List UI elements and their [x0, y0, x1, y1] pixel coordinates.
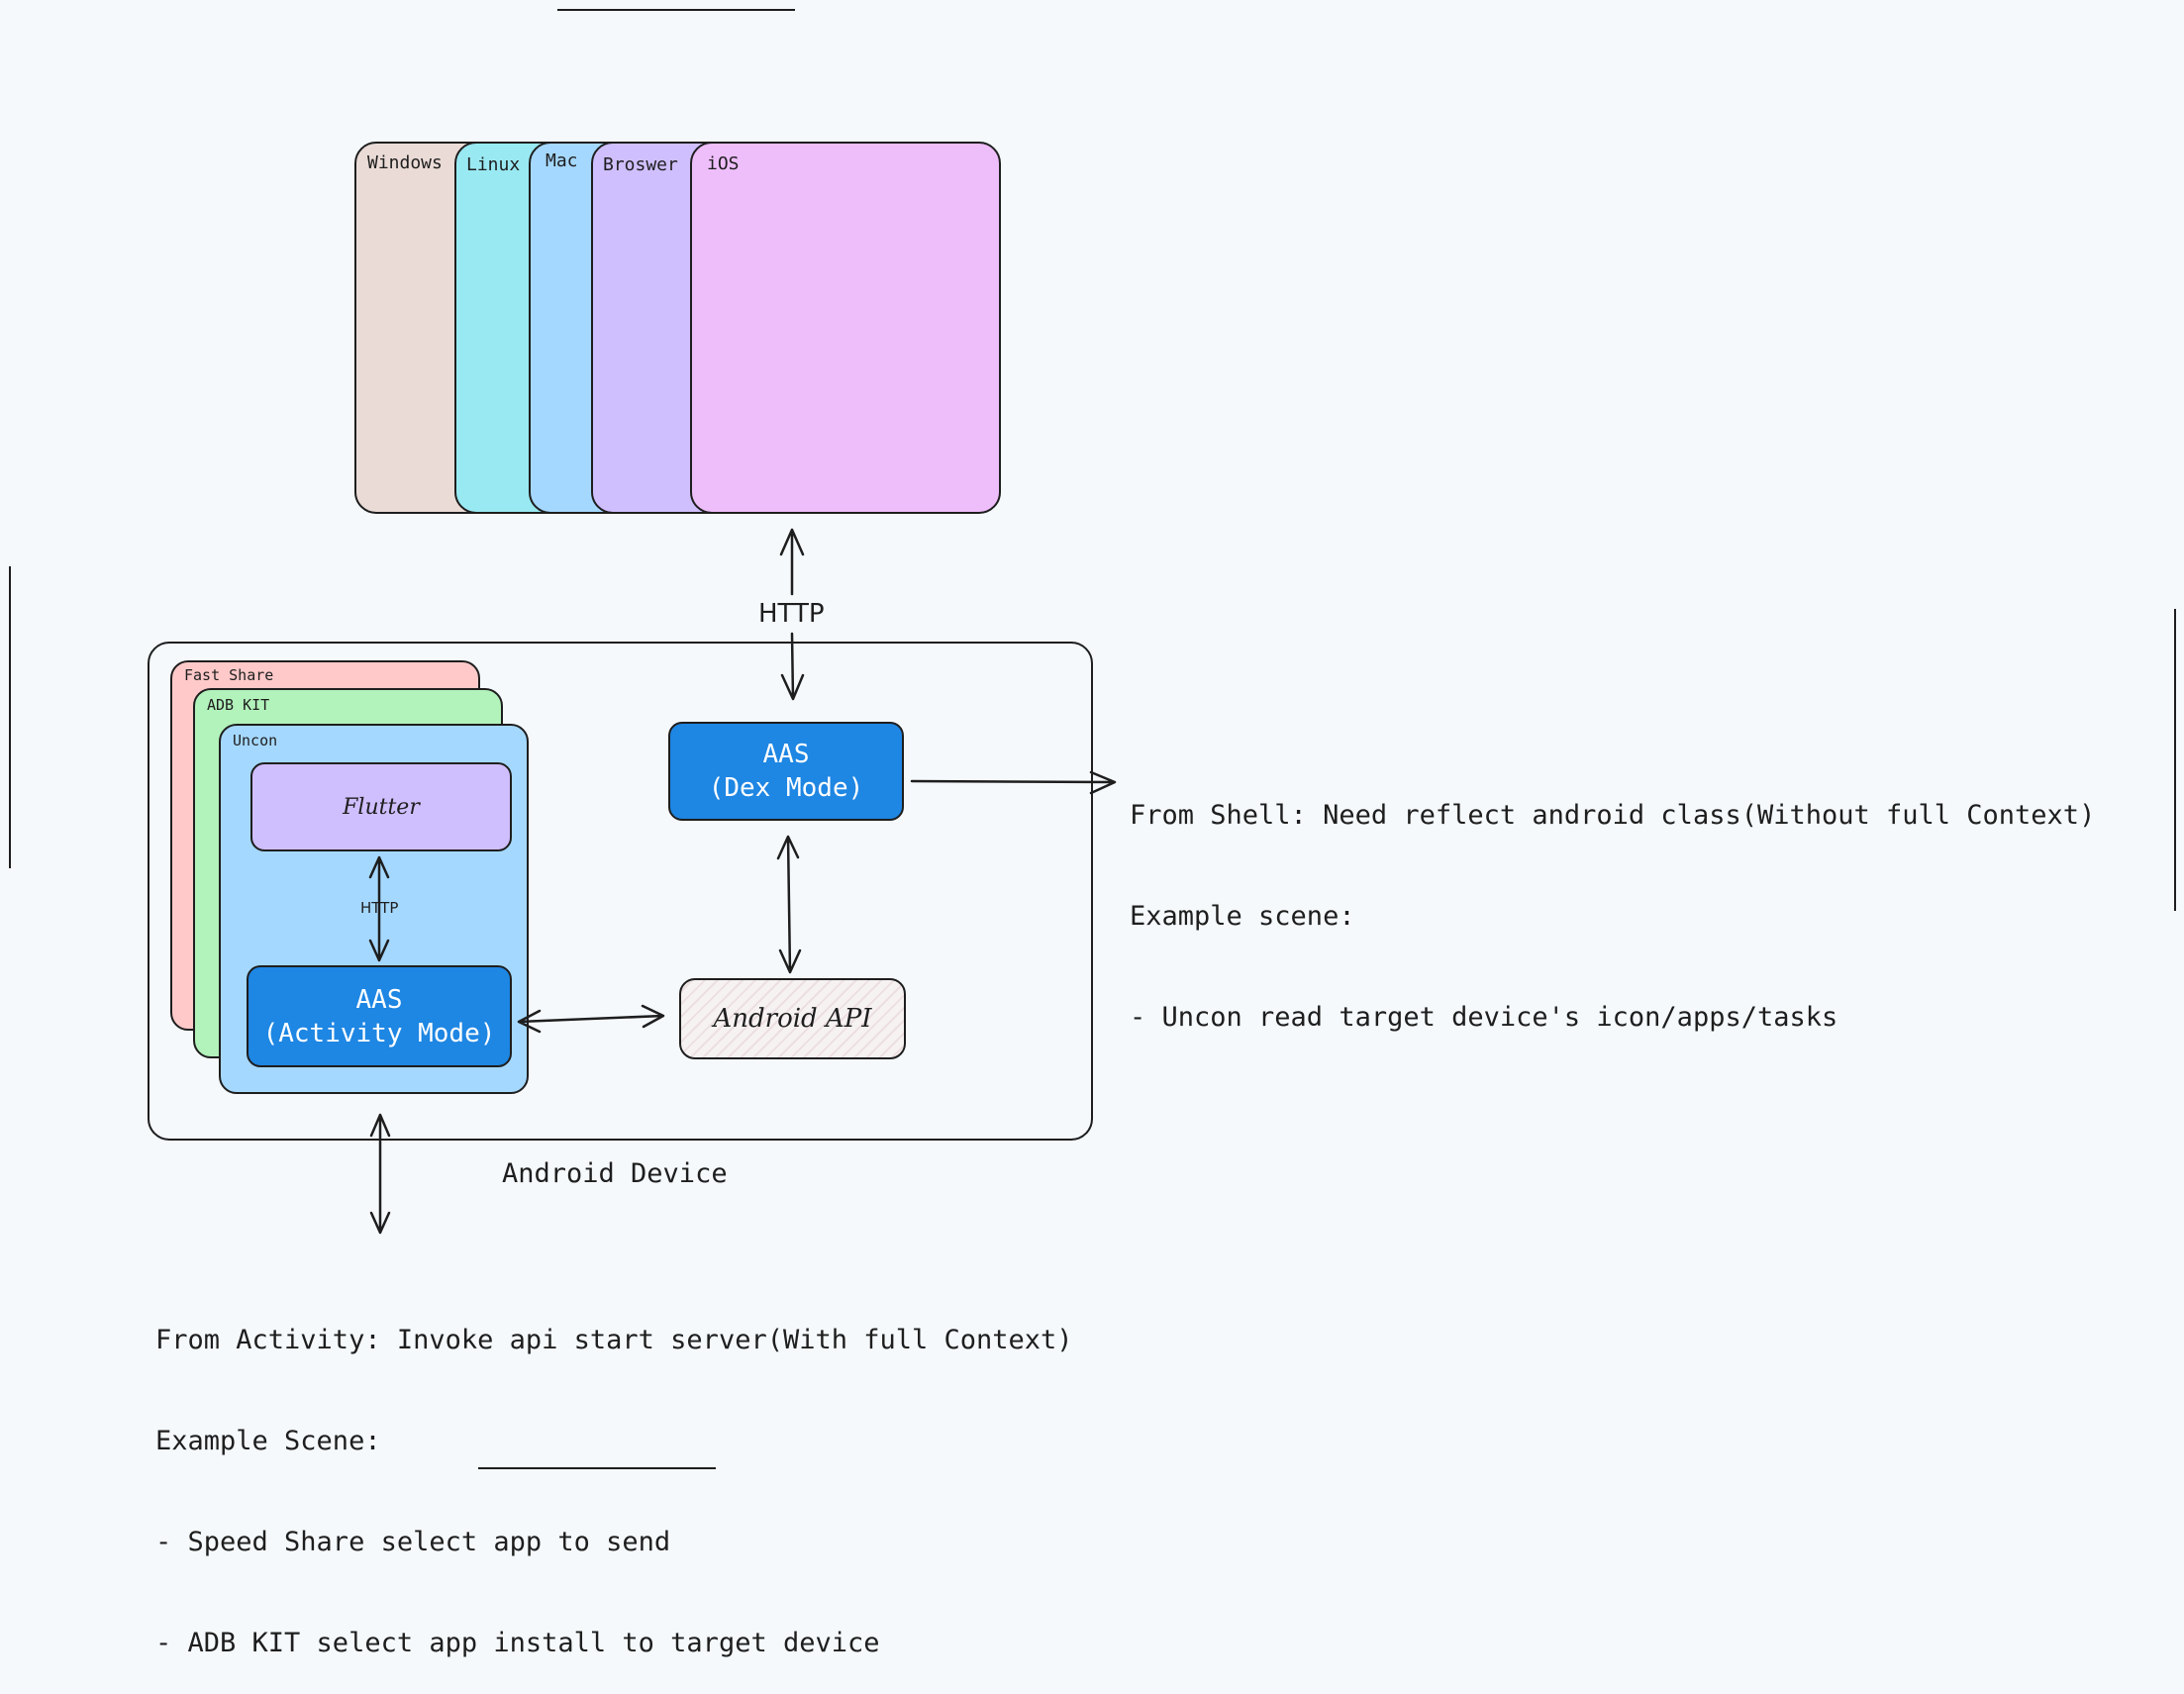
aas-activity-line1: AAS	[355, 984, 403, 1015]
arrow-http-down	[780, 632, 805, 701]
app-adb-kit-label: ADB KIT	[207, 696, 270, 714]
android-device-label: Android Device	[502, 1158, 728, 1189]
edge-line-top	[557, 9, 795, 11]
aas-activity-line2: (Activity Mode)	[262, 1018, 496, 1048]
platform-mac-label: Mac	[546, 150, 578, 171]
connector-arrows	[368, 528, 1117, 1235]
edge-line-left	[9, 566, 11, 868]
flutter-box: Flutter	[250, 762, 512, 851]
activity-note-line3: - Speed Share select app to send	[155, 1527, 671, 1557]
arrow-aas-api	[517, 1004, 665, 1034]
android-api-label: Android API	[713, 1004, 872, 1034]
platform-ios-label: iOS	[707, 153, 740, 174]
arrow-dex-api	[776, 835, 802, 974]
arrow-dex-to-note	[910, 770, 1117, 795]
app-fast-share-label: Fast Share	[184, 666, 274, 684]
flutter-label: Flutter	[343, 794, 420, 820]
edge-line-right	[2174, 609, 2176, 911]
android-device-frame	[148, 642, 1093, 1141]
arrow-http-up	[779, 528, 805, 596]
platform-windows-label: Windows	[367, 152, 443, 173]
app-uncon-label: Uncon	[233, 732, 278, 749]
edge-line-bottom	[478, 1467, 716, 1469]
activity-note-line2: Example Scene:	[155, 1426, 381, 1456]
activity-note-line4: - ADB KIT select app install to target d…	[155, 1628, 880, 1658]
platform-linux-label: Linux	[466, 154, 521, 175]
aas-activity-mode: AAS (Activity Mode)	[247, 965, 512, 1067]
top-http-label: HTTP	[758, 599, 825, 629]
shell-note-line2: Example scene:	[1130, 901, 1355, 932]
aas-dex-mode: AAS (Dex Mode)	[668, 722, 904, 821]
aas-dex-line2: (Dex Mode)	[708, 773, 864, 803]
shell-note: From Shell: Need reflect android class(W…	[1130, 732, 2095, 1068]
activity-note-line1: From Activity: Invoke api start server(W…	[155, 1325, 1073, 1355]
shell-note-line3: - Uncon read target device's icon/apps/t…	[1130, 1002, 1838, 1033]
platform-ios	[690, 142, 1001, 514]
platform-browser-label: Broswer	[603, 154, 678, 175]
android-api-box: Android API	[679, 978, 906, 1059]
aas-dex-line1: AAS	[762, 740, 810, 769]
arrow-flutter-aas	[368, 855, 390, 962]
shell-note-line1: From Shell: Need reflect android class(W…	[1130, 800, 2096, 831]
arrow-uncon-note	[369, 1113, 391, 1235]
